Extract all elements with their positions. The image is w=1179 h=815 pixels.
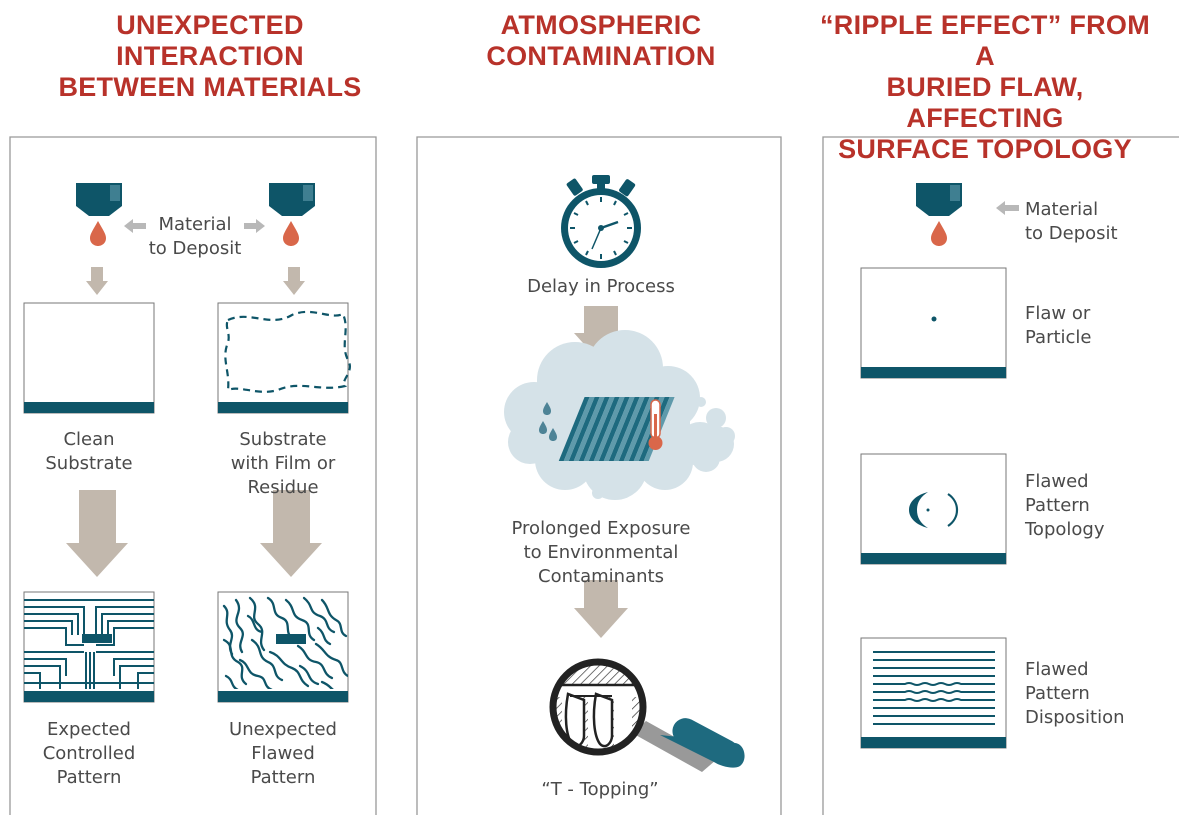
label-line: Flawed <box>1025 471 1089 492</box>
t-topping-label: “T - Topping” <box>500 778 700 802</box>
arrow-left-icon <box>996 201 1019 215</box>
label-line: Prolonged Exposure <box>511 518 691 539</box>
clean-substrate-icon <box>23 302 155 414</box>
column-1-title: UNEXPECTED INTERACTION BETWEEN MATERIALS <box>45 10 375 103</box>
flawed-pattern-icon <box>217 591 349 703</box>
arrow-left-icon <box>124 219 146 233</box>
down-arrow-icon <box>66 490 128 577</box>
dispenser-icon <box>916 183 962 246</box>
column-1-title-line: BETWEEN MATERIALS <box>58 72 362 102</box>
stopwatch-icon <box>561 175 641 268</box>
label-line: Disposition <box>1025 707 1125 728</box>
residue-substrate-label: Substrate with Film or Residue <box>210 428 356 500</box>
down-arrow-icon <box>574 306 628 363</box>
controlled-pattern-icon <box>23 591 155 703</box>
deposit-label-line: to Deposit <box>1025 223 1118 244</box>
disposition-label: Flawed Pattern Disposition <box>1025 658 1175 730</box>
down-arrow-icon <box>574 580 628 638</box>
deposit-label: Material to Deposit <box>1025 198 1165 246</box>
particle-label: Flaw or Particle <box>1025 302 1165 350</box>
label-line: Clean <box>63 429 115 450</box>
column-3-panel <box>822 136 1179 815</box>
label-line: Pattern <box>56 767 122 788</box>
exposure-label: Prolonged Exposure to Environmental Cont… <box>470 517 732 589</box>
column-2-title-line: CONTAMINATION <box>486 41 716 71</box>
deposit-label-line: Material <box>1025 199 1099 220</box>
column-1-title-line: UNEXPECTED <box>116 10 304 40</box>
down-arrow-icon <box>260 490 322 577</box>
deposit-label-line: to Deposit <box>148 238 242 259</box>
contamination-cloud-icon <box>504 330 735 500</box>
topology-label: Flawed Pattern Topology <box>1025 470 1165 542</box>
label-line: Flaw or <box>1025 303 1091 324</box>
label-line: Particle <box>1025 327 1092 348</box>
label-line: Pattern <box>1025 683 1090 704</box>
label-line: “T - Topping” <box>541 779 659 800</box>
deposit-label-line: Material <box>158 214 232 235</box>
column-2-title: ATMOSPHERIC CONTAMINATION <box>436 10 766 72</box>
topology-substrate-icon <box>860 453 1007 565</box>
column-2-panel <box>416 136 782 815</box>
flawed-pattern-label: Unexpected Flawed Pattern <box>210 718 356 790</box>
column-3-title-line: BURIED FLAW, AFFECTING <box>886 72 1084 133</box>
label-line: Residue <box>247 477 319 498</box>
label-line: Substrate <box>45 453 133 474</box>
deposit-label: Material to Deposit <box>130 213 260 261</box>
column-1-title-line: INTERACTION <box>116 41 304 71</box>
arrow-right-icon <box>244 219 265 233</box>
column-3-title: “RIPPLE EFFECT” FROM A BURIED FLAW, AFFE… <box>810 10 1160 165</box>
label-line: Controlled <box>42 743 136 764</box>
label-line: with Film or <box>230 453 336 474</box>
dispenser-left-icon <box>76 183 122 246</box>
particle-substrate-icon <box>860 267 1007 379</box>
residue-substrate-icon <box>217 302 351 414</box>
label-line: Pattern <box>250 767 316 788</box>
down-arrow-icon <box>86 267 108 295</box>
down-arrow-icon <box>283 267 305 295</box>
thermometer-icon <box>648 399 663 450</box>
column-3-title-line: SURFACE TOPOLOGY <box>838 134 1132 164</box>
dispenser-right-icon <box>269 183 315 246</box>
label-line: Contaminants <box>538 566 664 587</box>
disposition-substrate-icon <box>860 637 1007 749</box>
label-line: Topology <box>1025 519 1105 540</box>
label-line: to Environmental <box>523 542 679 563</box>
label-line: Delay in Process <box>527 276 675 297</box>
delay-label: Delay in Process <box>470 275 732 299</box>
column-2-title-line: ATMOSPHERIC <box>500 10 702 40</box>
label-line: Flawed <box>1025 659 1089 680</box>
label-line: Expected <box>47 719 131 740</box>
label-line: Flawed <box>251 743 315 764</box>
controlled-pattern-label: Expected Controlled Pattern <box>24 718 154 790</box>
label-line: Pattern <box>1025 495 1090 516</box>
column-1-panel <box>9 136 377 815</box>
clean-substrate-label: Clean Substrate <box>24 428 154 476</box>
label-line: Unexpected <box>229 719 337 740</box>
column-3-title-line: “RIPPLE EFFECT” FROM A <box>820 10 1150 71</box>
label-line: Substrate <box>239 429 327 450</box>
magnifier-icon <box>549 658 745 772</box>
